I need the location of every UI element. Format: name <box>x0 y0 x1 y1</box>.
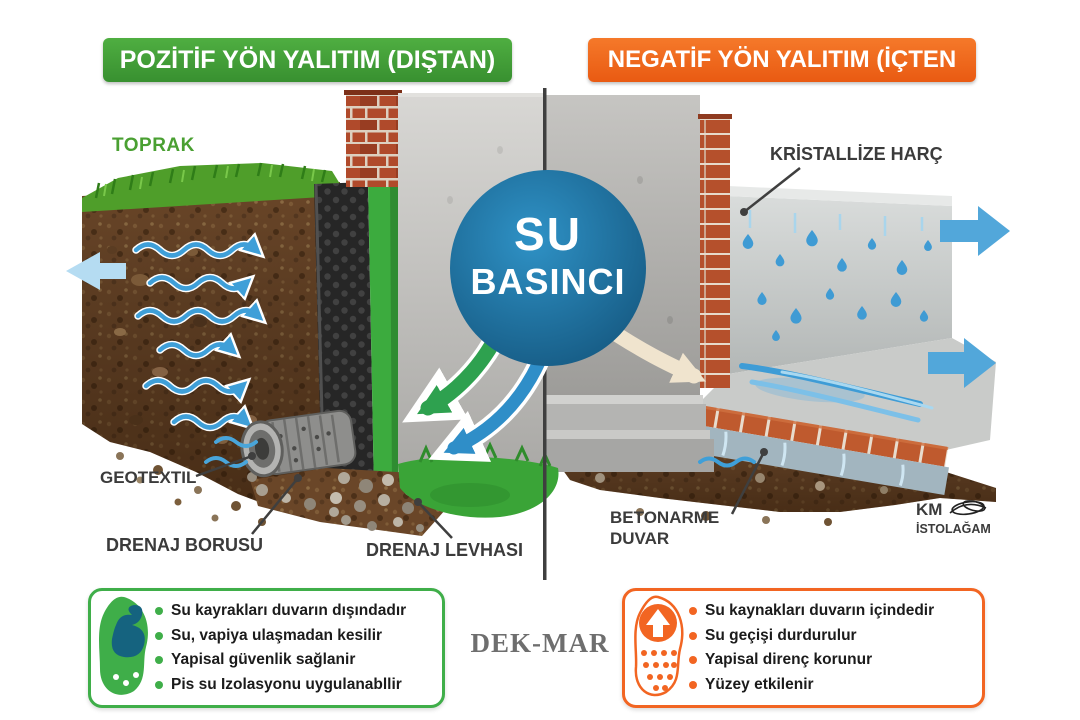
soil-scatter <box>116 452 266 526</box>
vapor-arrow-bottom-icon <box>928 338 996 388</box>
interior-wall <box>728 186 952 374</box>
water-pressure-line2: BASINCI <box>470 261 626 302</box>
label-kristallize-harc: KRİSTALLİZE HARÇ <box>770 144 943 164</box>
label-drenaj-levhasi: DRENAJ LEVHASI <box>366 540 524 560</box>
bullet-icon <box>155 680 163 689</box>
list-item: Su, vapiya ulaşmadan kesilir <box>155 624 406 649</box>
bullet-icon <box>689 680 697 689</box>
wall-drip-streaks <box>748 210 924 236</box>
list-item-text: Pis su Izolasyonu uygulanabllir <box>171 675 402 693</box>
list-item: Yapisal güvenlik sağlanir <box>155 648 406 673</box>
negative-banner: NEGATİF YÖN YALITIM (İÇTEN <box>588 38 976 82</box>
footing-turf <box>398 440 559 518</box>
label-km: KM <box>916 500 943 519</box>
watermark: DEK-MAR <box>470 628 610 658</box>
label-geotextil: GEOTEXTIL <box>100 468 197 487</box>
list-item-text: Su geçişi durdurulur <box>705 626 857 644</box>
floor-brick-edge <box>685 404 949 496</box>
positive-box-items: Su kayrakları duvarın dışındadır Su, vap… <box>155 599 406 697</box>
waterproof-membrane <box>368 182 398 490</box>
positive-banner: POZİTİF YÖN YALITIM (DIŞTAN) <box>103 38 512 82</box>
positive-box-logo-icon <box>99 596 148 695</box>
list-item-text: Su kaynakları duvarın içindedir <box>705 602 935 620</box>
list-item-text: Yapisal güvenlik sağlanir <box>171 651 356 669</box>
positive-info-box: Su kayrakları duvarın dışındadır Su, vap… <box>88 588 445 708</box>
water-pressure-line1: SU <box>514 208 582 260</box>
brick-pilaster <box>698 114 732 388</box>
vapor-arrow-top-icon <box>940 206 1010 256</box>
pressure-circle <box>450 170 646 366</box>
list-item-text: Yapisal direnç korunur <box>705 651 873 669</box>
label-drenaj-borusu: DRENAJ BORUSU <box>106 535 264 555</box>
negative-box-items: Su kaynakları duvarın içindedir Su geçiş… <box>689 599 934 697</box>
label-toprak: TOPRAK <box>112 135 195 156</box>
negative-box-logo-icon <box>634 595 684 697</box>
list-item: Yapisal direnç korunur <box>689 648 934 673</box>
bullet-icon <box>689 607 697 616</box>
label-istolagam: İSTOLAĞAM <box>916 522 991 536</box>
bullet-icon <box>155 656 163 665</box>
grass-layer <box>82 162 340 212</box>
water-pressure-label: SU BASINCI <box>448 208 648 304</box>
exterior-brick-wall <box>344 90 402 187</box>
drain-pipe <box>240 409 357 478</box>
list-item: Su kaynakları duvarın içindedir <box>689 599 934 624</box>
list-item: Pis su Izolasyonu uygulanabllir <box>155 673 406 698</box>
negative-info-box: Su kaynakları duvarın içindedir Su geçiş… <box>622 588 985 708</box>
list-item: Su geçişi durdurulur <box>689 624 934 649</box>
label-betonarme-duvar: BETONARME DUVAR <box>610 507 719 549</box>
list-item: Su kayrakları duvarın dışındadır <box>155 599 406 624</box>
leader-lines <box>195 167 801 539</box>
bullet-icon <box>689 656 697 665</box>
list-item-text: Su, vapiya ulaşmadan kesilir <box>171 626 383 644</box>
km-signature-icon <box>949 500 987 516</box>
pipe-inflow-waves <box>204 436 258 468</box>
label-betonarme-line1: BETONARME <box>610 508 720 527</box>
bullet-icon <box>689 631 697 640</box>
list-item: Yüzey etkilenir <box>689 673 934 698</box>
bullet-icon <box>155 631 163 640</box>
bullet-icon <box>155 607 163 616</box>
right-flow-arrows <box>928 206 1010 388</box>
groundwater-arrows <box>132 231 268 432</box>
left-flow-arrow-icon <box>66 252 126 290</box>
label-betonarme-line2: DUVAR <box>610 529 670 548</box>
interior-floor <box>685 338 996 496</box>
soil-water-wave-icon <box>698 456 756 468</box>
list-item-text: Yüzey etkilenir <box>705 675 814 693</box>
list-item-text: Su kayrakları duvarın dışındadır <box>171 602 407 620</box>
